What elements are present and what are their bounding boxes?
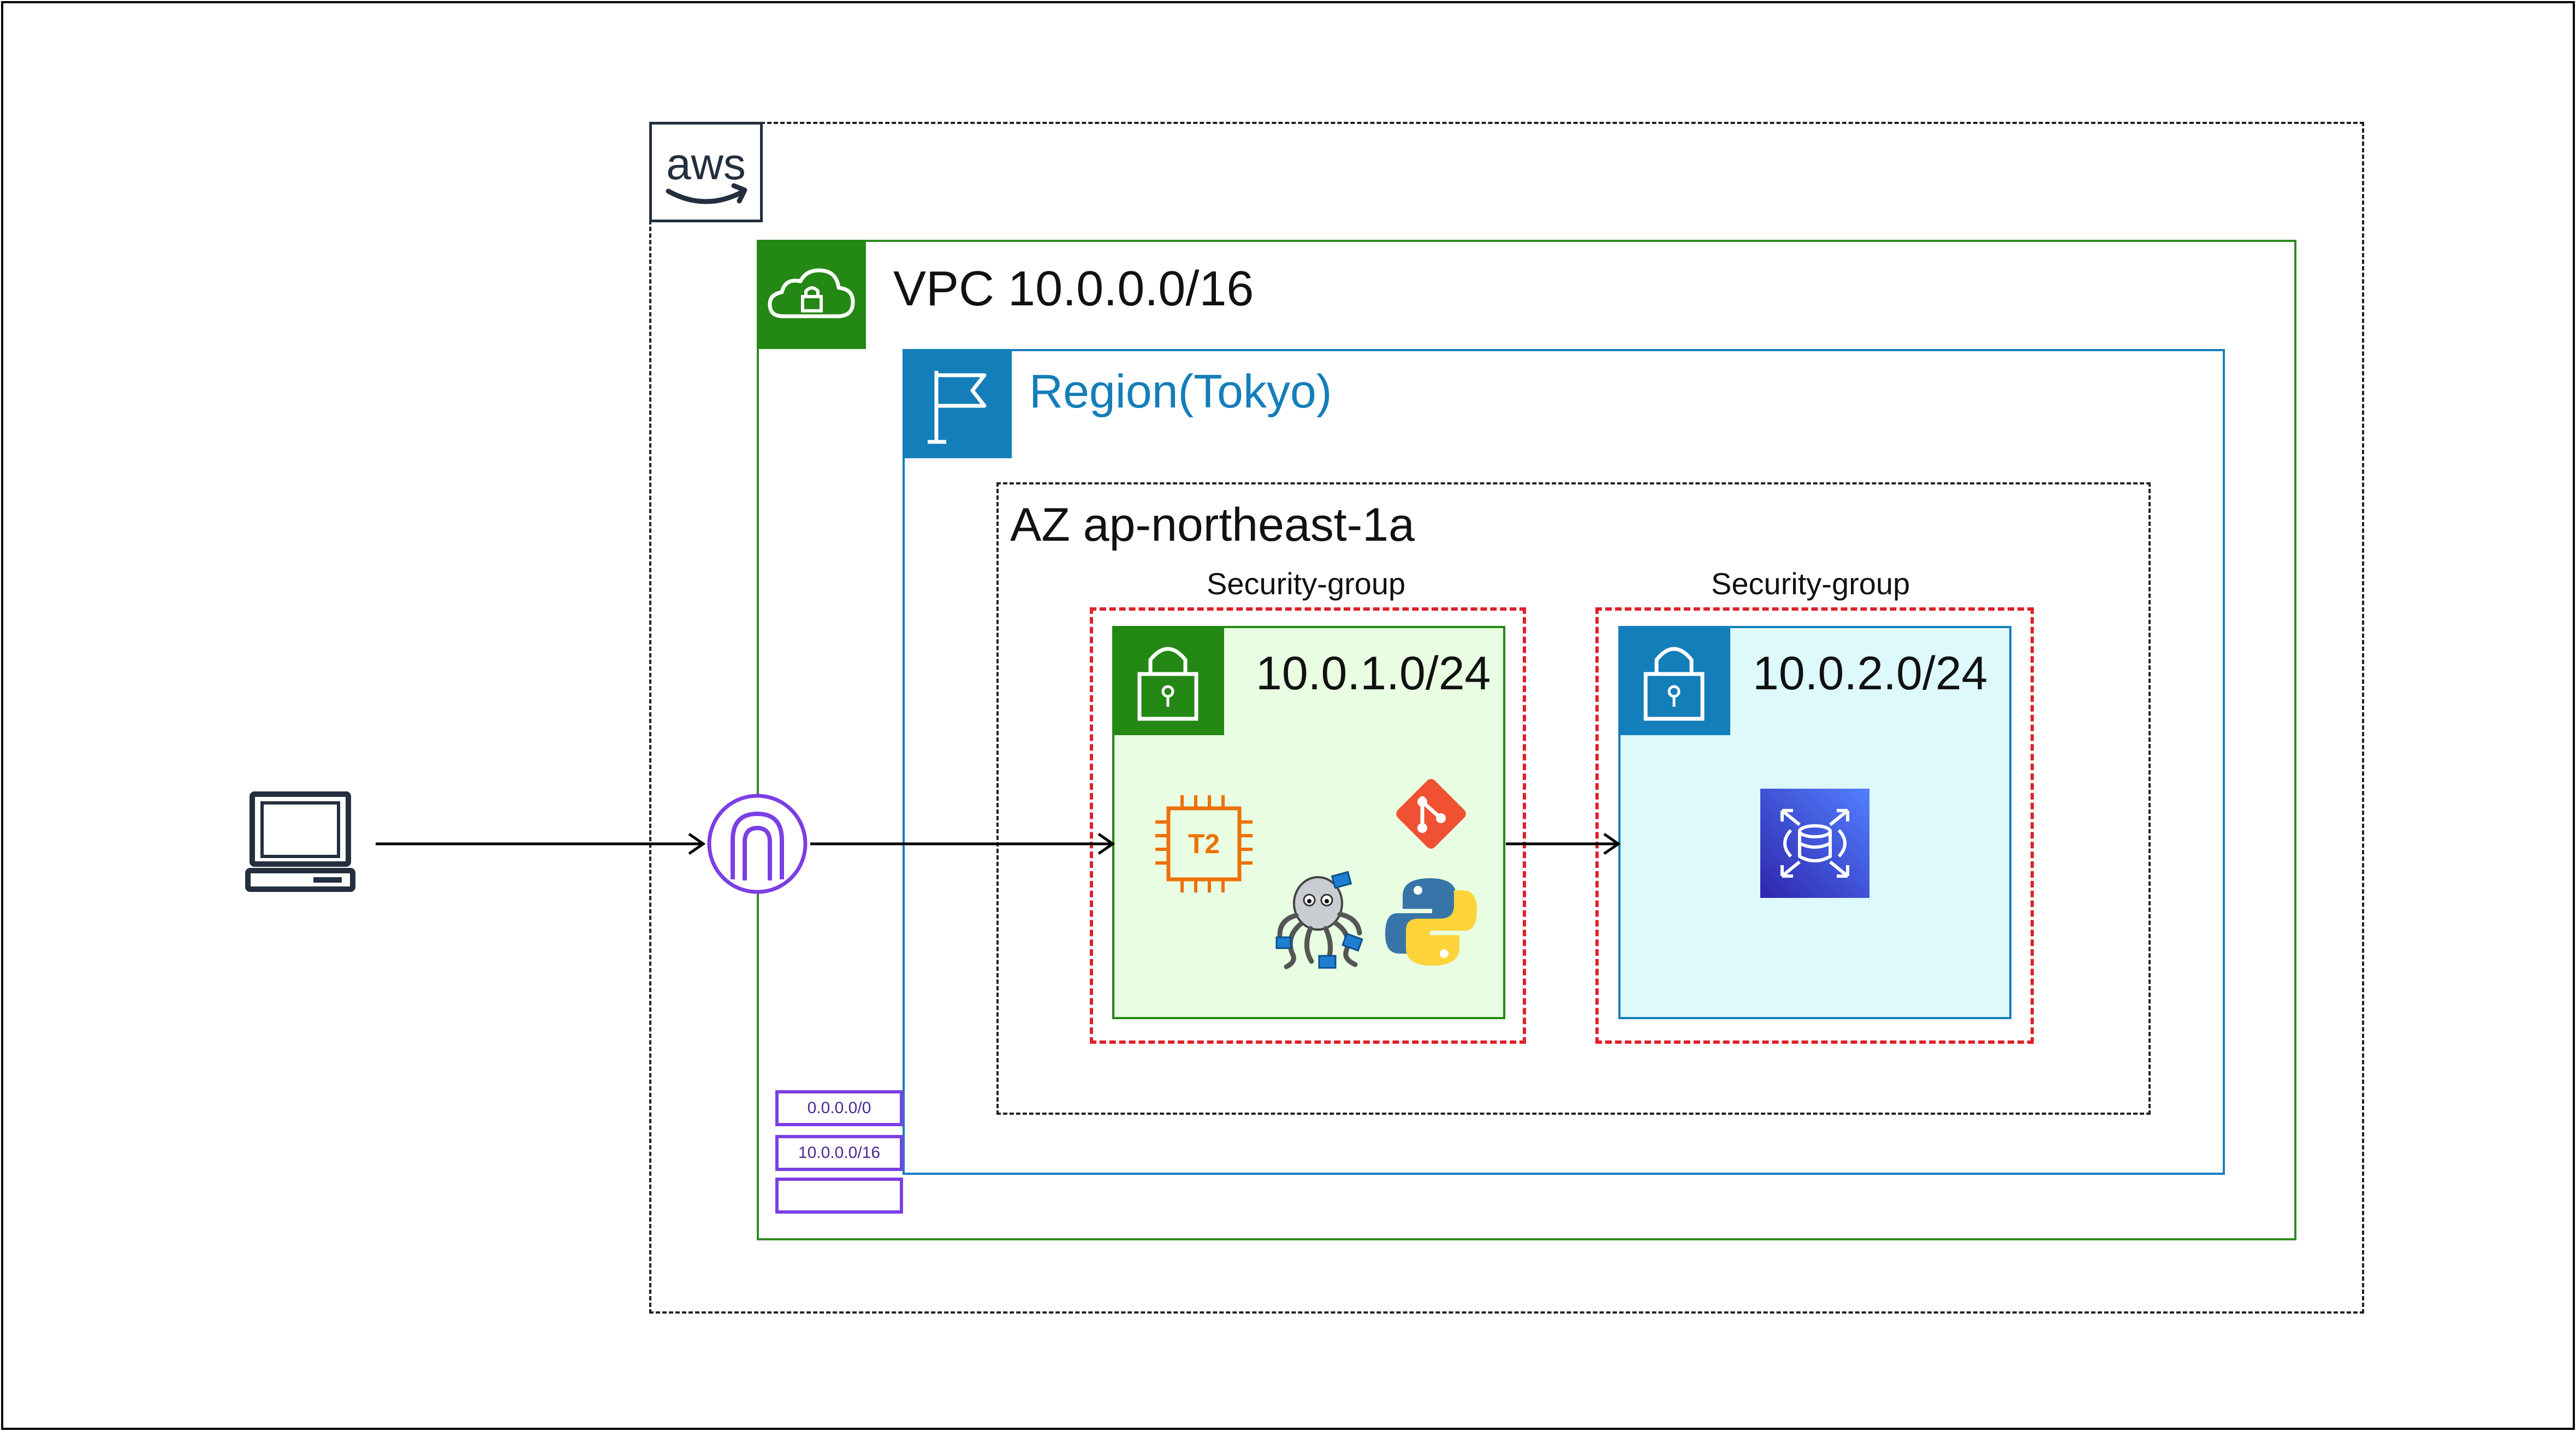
ec2-chip-text: T2: [1188, 829, 1220, 859]
route-table-entry: 10.0.0.0/16: [775, 1135, 903, 1171]
subnet-1-lock-icon: [1112, 626, 1224, 735]
subnet-2-lock-icon: [1618, 626, 1730, 735]
ansible-octopus-icon: [1275, 871, 1363, 969]
rds-database-icon: [1760, 789, 1869, 898]
laptop-client-icon: [245, 791, 355, 892]
security-group-boundary: [1090, 607, 1526, 1044]
security-group-label: Security-group: [1711, 566, 1910, 601]
python-icon: [1385, 878, 1477, 966]
aws-logo-icon: aws: [666, 139, 747, 204]
region-flag-icon: [903, 349, 1012, 458]
arrowhead-ec2: [1097, 832, 1115, 855]
internet-gateway-icon: [707, 794, 808, 894]
vpc-cloud-lock-icon: [757, 240, 866, 349]
route-table-entry: [775, 1178, 903, 1214]
aws-logo: aws: [649, 122, 763, 222]
arrowhead-gateway: [688, 832, 706, 855]
security-group-label: Security-group: [1207, 566, 1406, 601]
ec2-t2-instance-icon: T2: [1155, 795, 1253, 892]
route-table-entry: 0.0.0.0/0: [775, 1090, 903, 1126]
subnet-1-label: 10.0.1.0/24: [1256, 647, 1491, 700]
git-icon: [1396, 779, 1466, 849]
aws-cloud-boundary: [649, 122, 2364, 1314]
subnet-2-label: 10.0.2.0/24: [1753, 647, 1988, 700]
aws-logo-text: aws: [666, 139, 746, 189]
availability-zone-label: AZ ap-northeast-1a: [1010, 499, 1415, 551]
region-boundary: [903, 349, 2225, 1175]
arrowhead-rds: [1603, 832, 1621, 855]
vpc-label: VPC 10.0.0.0/16: [893, 262, 1254, 316]
vpc-boundary: [757, 240, 2296, 1240]
availability-zone-boundary: [996, 482, 2151, 1115]
security-group-boundary: [1595, 607, 2034, 1044]
region-label: Region(Tokyo): [1029, 365, 1332, 418]
